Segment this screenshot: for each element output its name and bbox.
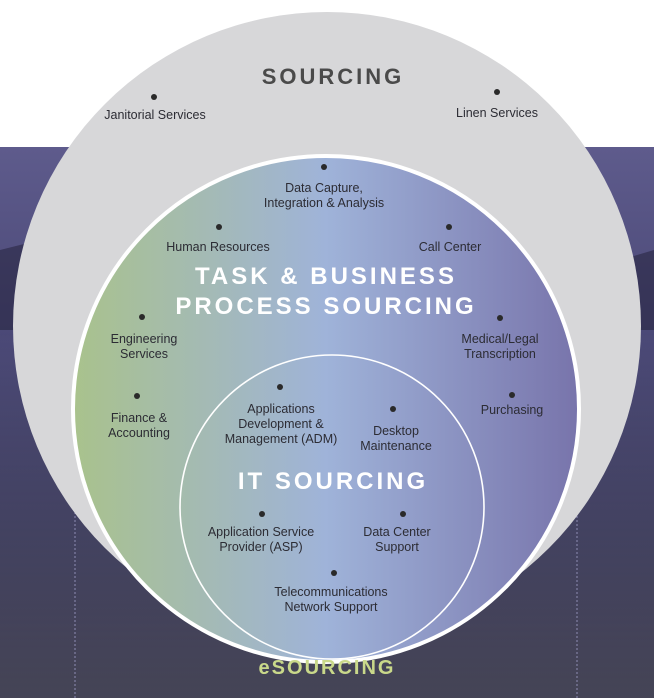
purchasing-label: Purchasing bbox=[480, 403, 544, 417]
it-sourcing-title: IT SOURCING bbox=[237, 468, 429, 495]
task-business-circle bbox=[71, 154, 581, 664]
desktop-dot bbox=[390, 406, 396, 412]
telecom-label: Telecommunications Network Support bbox=[274, 585, 388, 614]
human-resources-dot bbox=[216, 224, 222, 230]
call-center-dot bbox=[446, 224, 452, 230]
call-center-label: Call Center bbox=[418, 240, 482, 254]
finance-accounting-label: Finance & Accounting bbox=[108, 411, 170, 440]
linen-dot bbox=[494, 89, 500, 95]
purchasing-dot bbox=[509, 392, 515, 398]
adm-label: Applications Development & Management (A… bbox=[224, 402, 338, 446]
engineering-services-label: Engineering Services bbox=[110, 332, 178, 361]
data-center-dot bbox=[400, 511, 406, 517]
adm-dot bbox=[277, 384, 283, 390]
engineering-dot bbox=[139, 314, 145, 320]
data-center-label: Data Center Support bbox=[363, 525, 431, 554]
task-business-title: TASK & BUSINESS PROCESS SOURCING bbox=[175, 263, 477, 320]
asp-label: Application Service Provider (ASP) bbox=[207, 525, 315, 554]
medical-legal-dot bbox=[497, 315, 503, 321]
it-sourcing-circle bbox=[179, 354, 485, 660]
medical-legal-label: Medical/Legal Transcription bbox=[461, 332, 539, 361]
human-resources-label: Human Resources bbox=[166, 240, 270, 254]
asp-dot bbox=[259, 511, 265, 517]
telecom-dot bbox=[331, 570, 337, 576]
janitorial-services-label: Janitorial Services bbox=[104, 108, 206, 122]
data-capture-label: Data Capture, Integration & Analysis bbox=[263, 181, 385, 210]
sourcing-title: SOURCING bbox=[261, 64, 405, 89]
linen-services-label: Linen Services bbox=[456, 106, 538, 120]
data-capture-dot bbox=[321, 164, 327, 170]
desktop-maintenance-label: Desktop Maintenance bbox=[360, 424, 432, 453]
esourcing-title: eSOURCING bbox=[258, 657, 396, 679]
janitorial-dot bbox=[151, 94, 157, 100]
finance-dot bbox=[134, 393, 140, 399]
